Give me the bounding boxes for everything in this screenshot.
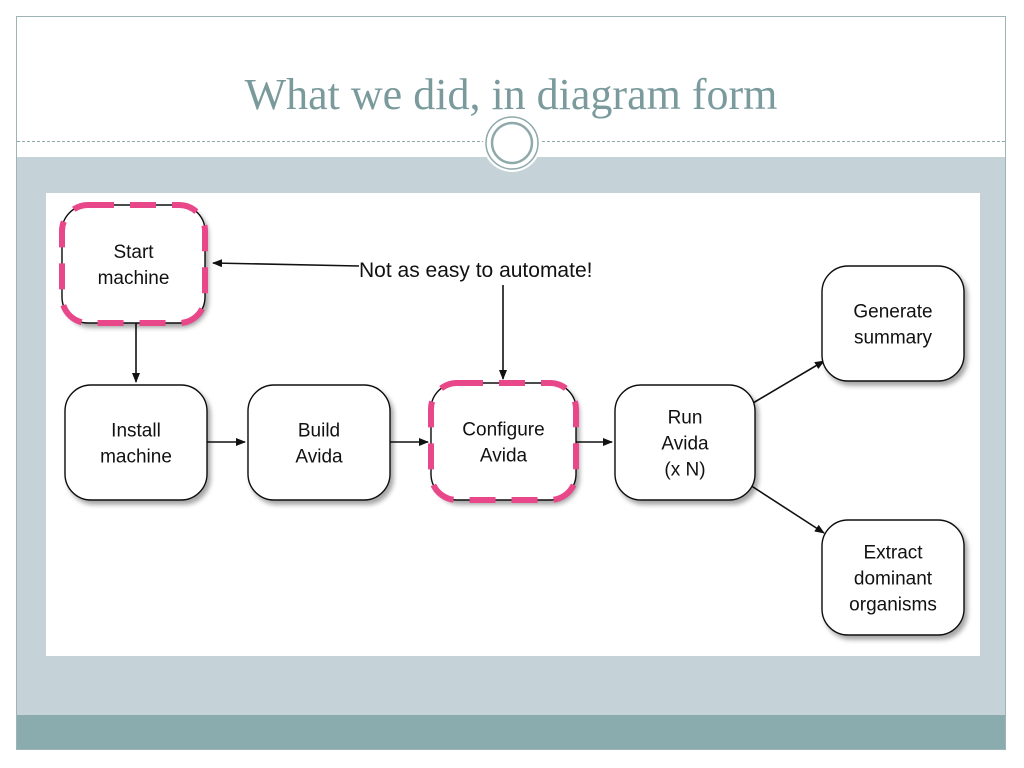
node-label-line: summary — [854, 328, 933, 349]
node-box — [821, 519, 965, 636]
footer-bar — [17, 715, 1005, 749]
node-label-line: machine — [98, 268, 170, 289]
highlight-dashed-border — [428, 380, 579, 503]
node-label-line: Build — [298, 421, 340, 442]
node-label-line: Generate — [853, 302, 932, 323]
arrow-annotation-to-start-machine — [212, 259, 360, 268]
node-label-line: (x N) — [664, 460, 705, 481]
node-start-machine: Start machine — [59, 202, 208, 326]
node-label-line: machine — [100, 447, 172, 468]
node-extract-dominant-organisms: Extract dominant organisms — [821, 519, 965, 636]
node-label-line: Run — [668, 408, 703, 429]
node-install-machine: Install machine — [64, 384, 208, 501]
node-label-line: organisms — [849, 595, 937, 616]
node-label-line: Start — [113, 242, 154, 263]
flow-diagram: StartmachineInstallmachineBuildAvidaConf… — [59, 202, 965, 636]
node-box — [430, 382, 577, 501]
node-box — [247, 384, 391, 501]
node-box — [64, 384, 208, 501]
node-box — [821, 265, 965, 382]
node-generate-summary: Generate summary — [821, 265, 965, 382]
node-label-line: dominant — [854, 569, 933, 590]
highlight-dashed-border — [59, 202, 208, 326]
node-label-line: Avida — [661, 434, 709, 455]
node-label-line: Install — [111, 421, 161, 442]
slide-title: What we did, in diagram form — [244, 70, 778, 119]
node-label-line: Avida — [480, 446, 528, 467]
node-label-line: Avida — [295, 447, 343, 468]
annotation-label: Not as easy to automate! — [359, 259, 592, 282]
node-box — [61, 204, 206, 324]
node-box — [614, 384, 756, 501]
arrow-run-avida-to-generate-summary — [752, 360, 825, 404]
node-label-line: Extract — [863, 543, 923, 564]
arrow-run-avida-to-extract-dominant-organisms — [749, 484, 825, 534]
circle-ornament-icon — [483, 114, 541, 172]
node-label-line: Configure — [462, 420, 544, 441]
